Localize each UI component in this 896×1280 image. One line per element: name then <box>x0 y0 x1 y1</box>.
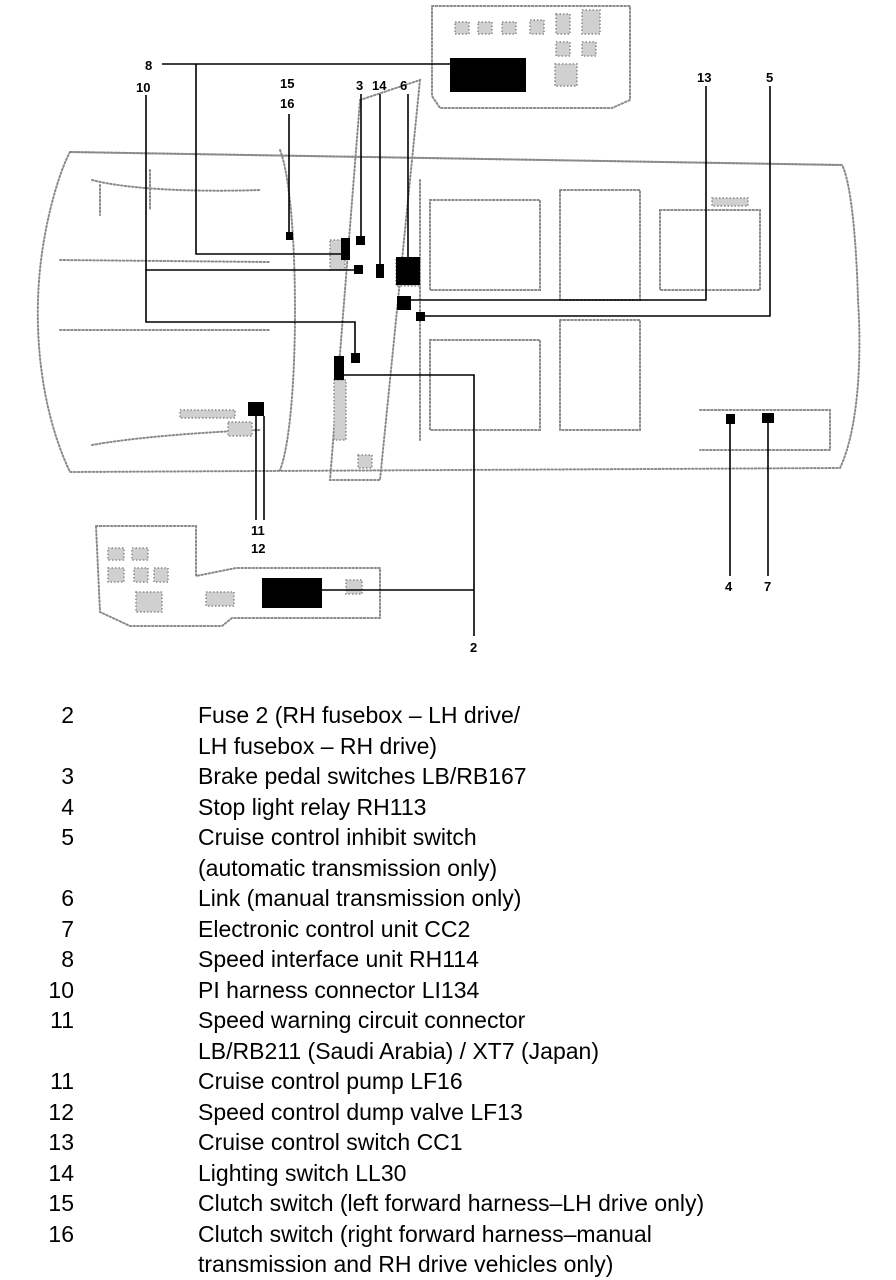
speed-interface-unit-inset <box>450 58 526 92</box>
legend-row: transmission and RH drive vehicles only) <box>0 1249 896 1280</box>
legend-description: Cruise control inhibit switch <box>198 824 477 850</box>
legend-number: 10 <box>48 976 74 1003</box>
legend-row: 4 Stop light relay RH113 <box>0 792 896 823</box>
legend-number: 15 <box>48 1190 74 1216</box>
legend-number: 16 <box>48 1220 74 1247</box>
legend-description: Fuse 2 (RH fusebox – LH drive/ <box>198 702 521 728</box>
legend-number: 6 <box>61 885 74 911</box>
fuse-inset <box>262 578 322 608</box>
callout-8: 8 <box>145 58 152 73</box>
legend-description: LB/RB211 (Saudi Arabia) / XT7 (Japan) <box>198 1037 600 1064</box>
legend-row: 13 Cruise control switch CC1 <box>0 1127 896 1158</box>
legend-description: Brake pedal switches LB/RB167 <box>198 763 527 789</box>
legend-number: 4 <box>61 793 74 820</box>
vehicle-outline <box>36 78 861 481</box>
legend-description: Speed warning circuit connector <box>198 1007 526 1033</box>
legend-row: 3 Brake pedal switches LB/RB167 <box>0 761 896 792</box>
legend-row: LB/RB211 (Saudi Arabia) / XT7 (Japan) <box>0 1036 896 1067</box>
legend-description: (automatic transmission only) <box>198 854 498 881</box>
legend-description: Speed control dump valve LF13 <box>198 1098 523 1125</box>
callout-6: 6 <box>400 78 407 93</box>
bottom-fusebox-inset <box>94 525 381 627</box>
legend-row: 16 Clutch switch (right forward harness–m… <box>0 1219 896 1250</box>
legend-description: Stop light relay RH113 <box>198 793 427 820</box>
legend-number: 11 <box>50 1007 74 1033</box>
legend-number: 5 <box>61 824 74 850</box>
leader-lines <box>145 63 771 636</box>
callout-15: 15 <box>280 76 294 91</box>
callout-14: 14 <box>372 78 387 93</box>
legend-description: Clutch switch (right forward harness–man… <box>198 1220 652 1247</box>
legend-row: 10 PI harness connector LI134 <box>0 975 896 1006</box>
legend-row: 14 Lighting switch LL30 <box>0 1158 896 1189</box>
legend-row: 12 Speed control dump valve LF13 <box>0 1097 896 1128</box>
legend-number: 14 <box>48 1159 74 1186</box>
callout-7: 7 <box>764 579 771 594</box>
callout-10: 10 <box>136 80 150 95</box>
legend-row: 7 Electronic control unit CC2 <box>0 914 896 945</box>
callout-4: 4 <box>725 579 733 594</box>
callout-13: 13 <box>697 70 711 85</box>
top-fusebox-inset <box>431 5 631 109</box>
callout-11: 11 <box>251 523 265 538</box>
legend-description: Speed interface unit RH114 <box>198 946 479 972</box>
legend-description: Link (manual transmission only) <box>198 885 522 911</box>
callout-16: 16 <box>280 96 294 111</box>
legend-row: LH fusebox – RH drive) <box>0 731 896 762</box>
legend-number: 3 <box>61 763 74 789</box>
callout-3: 3 <box>356 78 363 93</box>
legend-description: PI harness connector LI134 <box>198 976 480 1003</box>
legend-row: 8 Speed interface unit RH114 <box>0 944 896 975</box>
legend-description: transmission and RH drive vehicles only) <box>198 1251 614 1277</box>
legend-number: 2 <box>61 702 74 728</box>
legend-description: Lighting switch LL30 <box>198 1159 407 1186</box>
legend-description: Cruise control pump LF16 <box>198 1068 463 1094</box>
legend-row: (automatic transmission only) <box>0 853 896 884</box>
callout-labels: 8 10 15 16 3 14 6 13 5 11 12 2 4 7 <box>136 58 773 655</box>
legend-number: 11 <box>50 1068 74 1094</box>
callout-12: 12 <box>251 541 265 556</box>
legend-number: 7 <box>61 915 74 942</box>
component-location-diagram: 8 10 15 16 3 14 6 13 5 11 12 2 4 7 <box>36 5 861 655</box>
legend-row: 2 Fuse 2 (RH fusebox – LH drive/ <box>0 700 896 731</box>
legend-number: 13 <box>48 1129 74 1155</box>
legend-number: 12 <box>48 1098 74 1125</box>
legend-row: 6 Link (manual transmission only) <box>0 883 896 914</box>
legend-row: 11 Cruise control pump LF16 <box>0 1066 896 1097</box>
legend-row: 15 Clutch switch (left forward harness–LH… <box>0 1188 896 1219</box>
legend-description: Cruise control switch CC1 <box>198 1129 463 1155</box>
legend-row: 11 Speed warning circuit connector <box>0 1005 896 1036</box>
legend-description: Electronic control unit CC2 <box>198 915 471 942</box>
component-markers <box>248 232 774 424</box>
component-legend: 2 Fuse 2 (RH fusebox – LH drive/LH fusebo… <box>0 700 896 1280</box>
legend-description: Clutch switch (left forward harness–LH d… <box>198 1190 705 1216</box>
legend-number: 8 <box>61 946 74 972</box>
callout-5: 5 <box>766 70 773 85</box>
legend-description: LH fusebox – RH drive) <box>198 732 438 759</box>
legend-row: 5 Cruise control inhibit switch <box>0 822 896 853</box>
callout-2: 2 <box>470 640 477 655</box>
